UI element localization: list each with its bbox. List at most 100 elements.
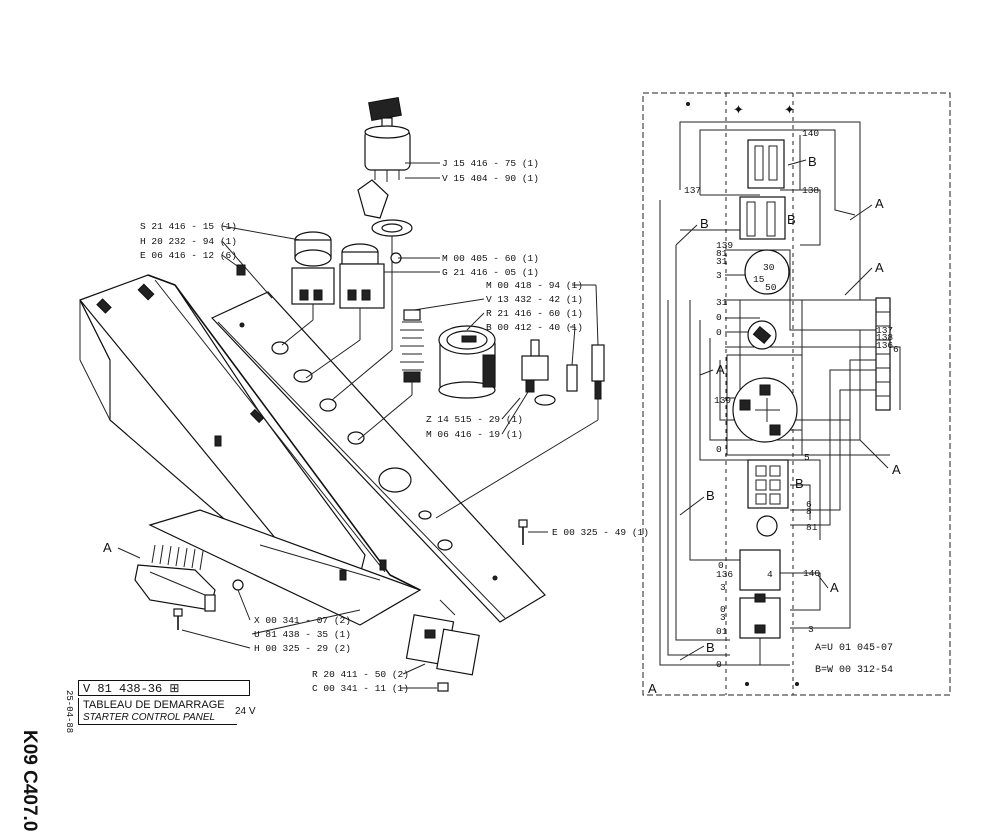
part-label: S 21 416 - 15 (1)	[140, 221, 237, 232]
relays	[405, 599, 480, 676]
part-labels: J 15 416 - 75 (1) V 15 404 - 90 (1) S 21…	[140, 158, 649, 694]
svg-text:A: A	[875, 260, 884, 275]
part-label: J 15 416 - 75 (1)	[442, 158, 539, 169]
legend-a: A=U 01 045-07	[815, 643, 893, 654]
svg-text:81: 81	[806, 522, 818, 533]
svg-text:140: 140	[802, 128, 819, 139]
svg-text:137: 137	[876, 325, 893, 336]
part-label: Z 14 515 - 29 (1)	[426, 414, 523, 425]
toggle-switch	[521, 339, 556, 406]
svg-text:A: A	[892, 462, 901, 477]
switch-cover	[331, 179, 413, 401]
panel-hole	[347, 431, 365, 445]
svg-text:A: A	[875, 196, 884, 211]
terminal-strip	[875, 297, 891, 411]
svg-text:3: 3	[720, 612, 726, 623]
reference-number: V 81 438-36	[83, 682, 163, 696]
svg-text:50: 50	[765, 282, 777, 293]
relay-lower-1	[739, 549, 781, 591]
part-label: E 06 416 - 12 (6)	[140, 250, 237, 261]
drawing-code: K09 C407.0	[19, 630, 66, 831]
part-label: U 81 438 - 35 (1)	[254, 629, 351, 640]
grid-icon: ⊞	[169, 682, 180, 696]
part-label: R 20 411 - 50 (2)	[312, 669, 409, 680]
part-label: H 20 232 - 94 (1)	[140, 236, 237, 247]
part-label: V 15 404 - 90 (1)	[442, 173, 539, 184]
part-label: E 00 325 - 49 (1)	[552, 527, 649, 538]
svg-text:31: 31	[716, 297, 728, 308]
part-label: R 21 416 - 60 (1)	[486, 308, 583, 319]
part-label: M 00 405 - 60 (1)	[442, 253, 539, 264]
wiring-diagram: A ✦ ✦	[642, 92, 951, 696]
panel-outline	[642, 92, 951, 696]
svg-text:136: 136	[876, 340, 893, 351]
hour-meter-gauge	[438, 325, 496, 399]
callout-a-panel: A	[648, 681, 657, 696]
fuse-block	[747, 459, 789, 509]
svg-text:B: B	[706, 640, 715, 655]
key-switch-symbol	[744, 249, 790, 295]
panel-hole	[293, 369, 313, 383]
push-button-s	[281, 231, 335, 346]
svg-text:3: 3	[720, 582, 726, 593]
panel-gauge-hole	[378, 467, 412, 493]
svg-text:8: 8	[806, 506, 812, 517]
panel-hole	[418, 510, 432, 520]
svg-text:139: 139	[716, 240, 733, 251]
part-label: B 00 412 - 40 (1)	[486, 322, 583, 333]
svg-text:140: 140	[803, 568, 820, 579]
panel-hole	[319, 398, 337, 412]
title-english: STARTER CONTROL PANEL	[83, 712, 216, 723]
svg-text:138: 138	[802, 185, 819, 196]
svg-text:0: 0	[716, 312, 722, 323]
warning-light-g	[305, 243, 402, 379]
part-label: G 21 416 - 05 (1)	[442, 267, 539, 278]
callout-a-wires: A A A A A	[699, 196, 901, 595]
svg-text:0: 0	[720, 604, 726, 615]
svg-text:4: 4	[767, 569, 773, 580]
svg-text:A: A	[830, 580, 839, 595]
svg-text:0: 0	[718, 560, 724, 571]
svg-text:137: 137	[684, 185, 701, 196]
relay-top	[747, 139, 785, 189]
svg-text:B: B	[700, 216, 709, 231]
svg-text:0: 0	[716, 444, 722, 455]
screw-h0032529	[173, 608, 183, 630]
wire-numbers: 140 138 137 139 81 31 3 0 31 0 0 5 6 8 8…	[684, 128, 899, 670]
svg-text:B: B	[787, 212, 796, 227]
drawing-code-text: K09 C407.0	[19, 730, 40, 831]
connector-a	[134, 544, 216, 612]
screw-e0032549	[518, 519, 528, 545]
svg-text:B: B	[795, 476, 804, 491]
svg-text:139: 139	[714, 395, 731, 406]
svg-text:136: 136	[716, 569, 733, 580]
part-label: H 00 325 - 29 (2)	[254, 643, 351, 654]
legend-b: B=W 00 312-54	[815, 665, 893, 676]
nut-c0034111	[437, 682, 449, 692]
svg-text:6: 6	[806, 499, 812, 510]
svg-text:81: 81	[716, 248, 728, 259]
diagram-canvas: A	[79, 92, 951, 696]
spring-socket	[357, 309, 424, 441]
panel-hole	[437, 539, 453, 551]
drawing-date-text: 25-04-88	[64, 690, 74, 734]
svg-text:B: B	[706, 488, 715, 503]
part-label: M 06 416 - 19 (1)	[426, 429, 523, 440]
svg-text:15: 15	[753, 274, 765, 285]
svg-text:B: B	[808, 154, 817, 169]
svg-text:3: 3	[716, 270, 722, 281]
svg-text:5: 5	[804, 452, 810, 463]
title-french: TABLEAU DE DEMARRAGE	[83, 699, 225, 711]
fuse-symbol	[756, 515, 778, 537]
svg-text:A: A	[716, 362, 725, 377]
key-switch	[364, 96, 411, 182]
part-label: C 00 341 - 11 (1)	[312, 683, 409, 694]
title-frame	[78, 698, 237, 725]
svg-text:30: 30	[763, 262, 775, 273]
part-label: X 00 341 - 07 (2)	[254, 615, 351, 626]
voltage-label: 24 V	[235, 706, 256, 717]
exploded-view: A	[79, 96, 649, 694]
callout-b-group: B B B B B B	[675, 154, 817, 661]
svg-text:✦: ✦	[784, 102, 795, 117]
svg-text:31: 31	[716, 256, 728, 267]
